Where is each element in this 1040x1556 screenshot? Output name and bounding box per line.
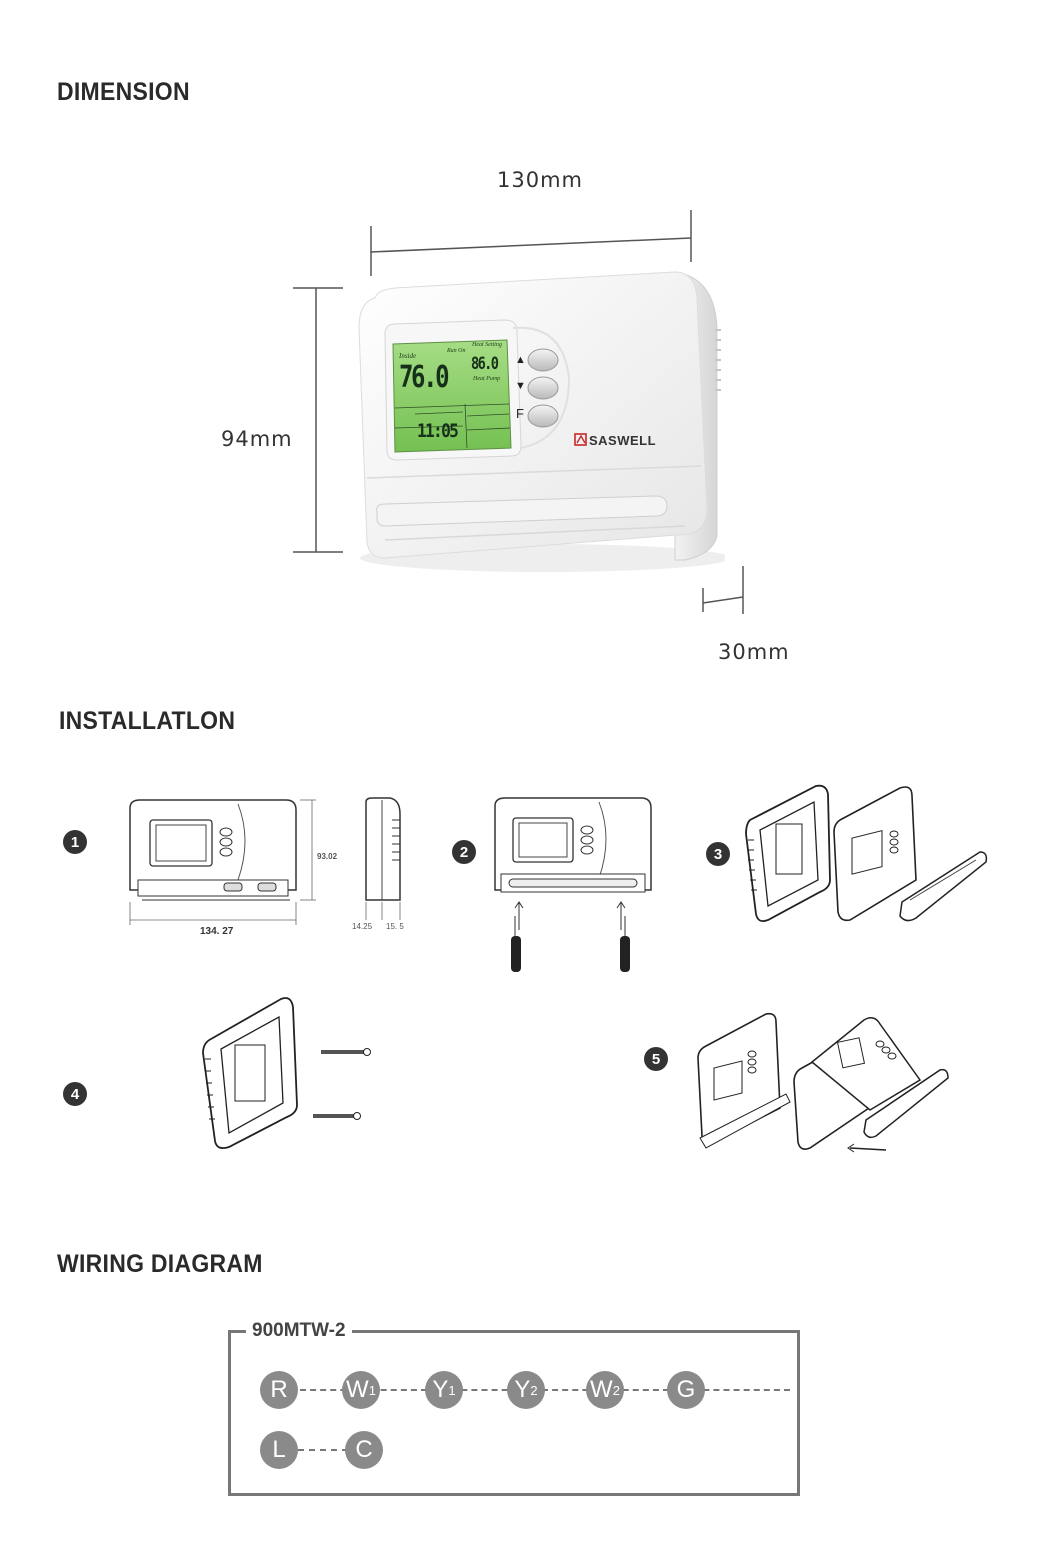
width-dimension-label: 130mm (497, 168, 583, 192)
step-1-illustration (129, 797, 401, 925)
terminal-c: C (345, 1431, 383, 1469)
down-arrow-icon: ▼ (515, 380, 526, 392)
terminal-l: L (260, 1431, 298, 1469)
step-3-illustration (745, 784, 988, 923)
section-heading-installation: INSTALLATLON (59, 707, 236, 735)
thermostat-body (358, 271, 725, 572)
thermostat-device: Inside Run On Heat Setting 76.0 86.0 Hea… (355, 268, 725, 573)
step-1-depth-a-label: 14.25 (352, 922, 373, 931)
lcd-run-on-label: Run On (447, 348, 466, 354)
wiring-row-2-wire (298, 1449, 348, 1451)
wiring-model-label: 900MTW-2 (246, 1320, 352, 1342)
up-arrow-icon: ▲ (515, 354, 526, 366)
depth-dimension-label: 30mm (718, 640, 790, 664)
lcd-time: 11:05 (417, 420, 459, 442)
step-5-illustration (697, 1012, 949, 1153)
step-4-illustration (202, 997, 371, 1150)
lcd-temperature: 76.0 (399, 360, 450, 395)
section-heading-dimension: DIMENSION (57, 78, 190, 106)
step-4-badge: 4 (63, 1082, 87, 1106)
lcd-inside-label: Inside (399, 352, 417, 360)
step-2-badge: 2 (452, 840, 476, 864)
step-5-badge: 5 (644, 1047, 668, 1071)
lcd-mode-label: Heat Pump (473, 376, 501, 382)
lcd-heat-setting-label: Heat Setting (472, 342, 502, 348)
step-1-depth-b-label: 15. 5 (386, 922, 404, 931)
height-dimension-label: 94mm (221, 427, 293, 451)
step-1-width-label: 134. 27 (200, 926, 234, 937)
function-button-label: F (516, 406, 524, 421)
brand-logo: SASWELL (589, 433, 657, 448)
wiring-box (228, 1330, 800, 1496)
lcd-setpoint: 86.0 (471, 354, 499, 374)
step-2-illustration (494, 797, 652, 972)
step-3-badge: 3 (706, 842, 730, 866)
terminal-g: G (667, 1371, 705, 1409)
dimension-lines (293, 210, 744, 614)
terminal-r: R (260, 1371, 298, 1409)
step-1-height-label: 93.02 (317, 852, 338, 861)
wiring-row-1-wire (300, 1389, 790, 1391)
section-heading-wiring: WIRING DIAGRAM (57, 1250, 263, 1278)
step-1-badge: 1 (63, 830, 87, 854)
